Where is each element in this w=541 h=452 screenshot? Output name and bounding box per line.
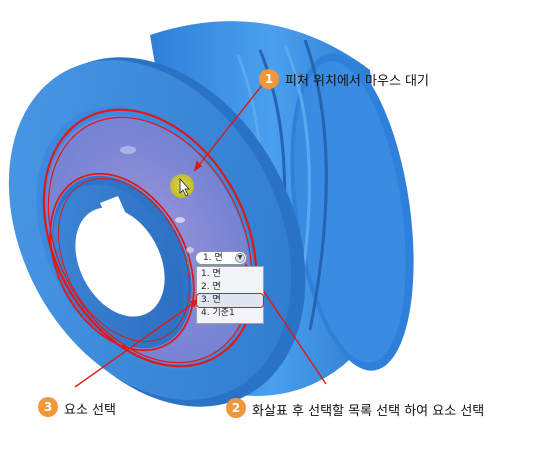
callout-badge-2: 2: [226, 398, 246, 418]
callout-badge-3: 3: [38, 397, 58, 417]
mouse-cursor-icon: [170, 174, 194, 198]
callout-text-2: 화살표 후 선택할 목록 선택 하여 요소 선택: [252, 404, 485, 419]
selection-list-item[interactable]: 2. 면: [201, 282, 221, 292]
selection-current-value: 1. 면: [203, 253, 223, 263]
chevron-down-icon[interactable]: ▼: [235, 253, 245, 263]
callout-text-3: 요소 선택: [64, 403, 116, 418]
callout-text-1: 피처 위치에서 마우스 대기: [285, 74, 429, 89]
svg-text:1: 1: [265, 72, 273, 86]
selection-dropdown[interactable]: 1. 면 ▼: [195, 251, 247, 265]
svg-text:2: 2: [232, 401, 240, 415]
selector-drag-handle[interactable]: [187, 252, 191, 264]
selection-list-item-highlighted[interactable]: 3. 면: [196, 293, 264, 308]
selection-list-item[interactable]: 1. 면: [201, 269, 221, 279]
svg-text:3: 3: [44, 400, 52, 414]
callout-badge-1: 1: [259, 69, 279, 89]
selection-list-item[interactable]: 4. 기준1: [201, 308, 235, 318]
selection-list: 1. 면 2. 면 3. 면 4. 기준1: [196, 266, 264, 324]
